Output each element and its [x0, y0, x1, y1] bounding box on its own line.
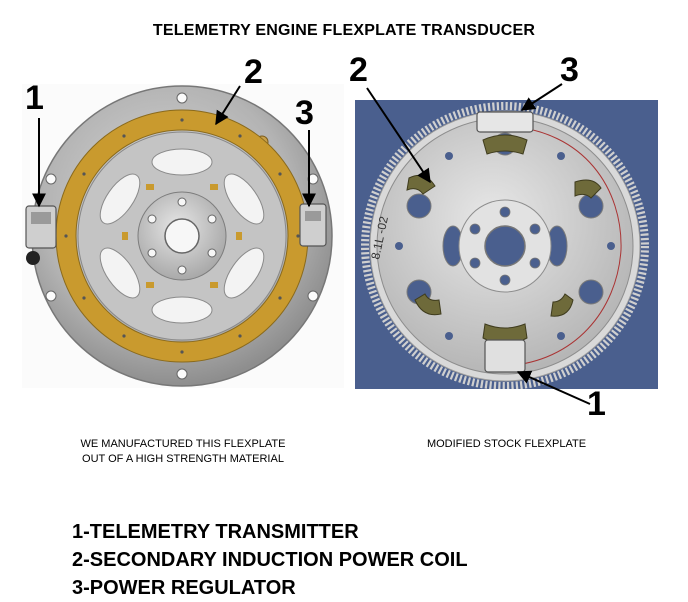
left-caption-line2: OUT OF A HIGH STRENGTH MATERIAL [82, 453, 284, 465]
plate-cutouts [99, 148, 265, 324]
legend-item-transmitter: 1-TELEMETRY TRANSMITTER [72, 521, 359, 543]
arrow-right-2 [366, 87, 431, 184]
power-regulator [476, 111, 534, 133]
custom-flexplate-photo [22, 84, 344, 388]
callout-right-3: 3 [560, 51, 579, 89]
stock-flexplate-illustration: 8.1L -02 [361, 102, 649, 389]
arrow-right-3 [520, 83, 563, 111]
custom-flexplate-illustration [25, 85, 333, 387]
callout-right-1: 1 [587, 385, 606, 423]
strain-pads [406, 134, 602, 345]
coil-wire [504, 125, 622, 367]
telemetry-transmitter [484, 339, 526, 373]
outer-holes [395, 152, 615, 340]
component-legend: 1-TELEMETRY TRANSMITTER 2-SECONDARY INDU… [72, 518, 468, 602]
transmitter-antenna-cap [26, 251, 40, 265]
hub-bolt-holes [469, 206, 541, 286]
right-caption: MODIFIED STOCK FLEXPLATE [355, 437, 658, 452]
stock-flexplate-photo: 8.1L -02 [355, 100, 658, 389]
ring-gear-teeth [361, 102, 649, 389]
legend-item-induction-coil: 2-SECONDARY INDUCTION POWER COIL [72, 549, 468, 571]
callout-right-2: 2 [349, 51, 368, 89]
callout-left-1: 1 [25, 79, 44, 117]
arrow-right-1 [516, 370, 591, 405]
callout-left-3: 3 [295, 94, 314, 132]
callout-left-2: 2 [244, 53, 263, 91]
coil-screws [64, 118, 300, 354]
left-caption-line1: WE MANUFACTURED THIS FLEXPLATE [80, 438, 286, 450]
gage-pads [122, 184, 242, 288]
arrow-left-2 [215, 85, 241, 126]
page-title: TELEMETRY ENGINE FLEXPLATE TRANSDUCER [152, 22, 536, 39]
left-caption: WE MANUFACTURED THIS FLEXPLATE OUT OF A … [22, 437, 344, 467]
right-caption-line: MODIFIED STOCK FLEXPLATE [426, 438, 587, 450]
hub-bolt-holes [147, 197, 217, 275]
legend-item-power-regulator: 3-POWER REGULATOR [72, 577, 296, 599]
